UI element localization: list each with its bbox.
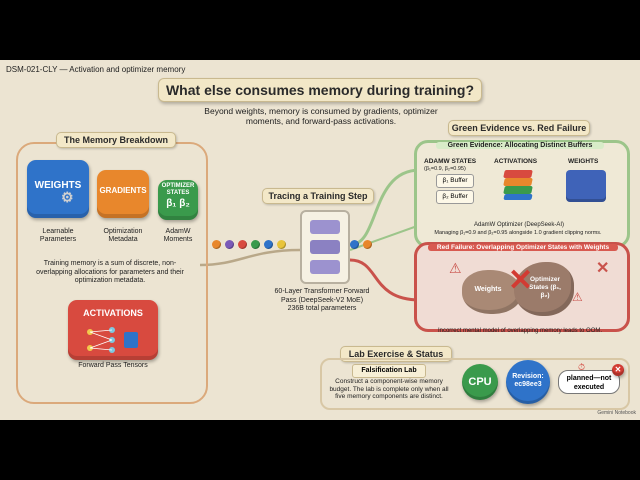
weights-block-icon [566,170,606,202]
token-dot [212,240,221,249]
transformer-model [300,210,350,284]
token-dot [238,240,247,249]
not-executed-icon: ✕ [612,364,624,376]
weights-caption: Learnable Parameters [39,228,77,243]
token-stream [210,240,300,252]
weights-jar: WEIGHTS ⚙ [27,160,89,218]
watermark: Gemini Notebook [576,410,636,416]
beta-symbols: β₁ β₂ [166,198,190,209]
green-evidence-title: Green Evidence: Allocating Distinct Buff… [436,142,604,149]
token-dot [225,240,234,249]
watermark-label: Gemini Notebook [597,410,636,416]
status-label: planned—not executed [566,375,612,391]
cpu-badge: CPU [462,364,498,400]
activations-jar: ACTIVATIONS [68,300,158,360]
gradients-jar: GRADIENTS [97,170,149,218]
status-badge: planned—not executed [558,370,620,394]
weights-blob-label: Weights [474,286,502,293]
doc-id-header: DSM-021-CLY — Activation and optimizer m… [6,65,186,74]
cpu-label: CPU [468,376,492,388]
activations-jar-label: ACTIVATIONS [83,308,143,318]
lab-instruction: Construct a component-wise memory budget… [329,378,449,400]
warning-icon: ⚠ [572,290,583,304]
activations-bin-label: ACTIVATIONS [494,158,538,165]
transformer-layer [310,260,340,274]
falsification-label: Falsification Lab [361,367,417,374]
transformer-layer [310,220,340,234]
revision-badge: Revision: ec98ee3 [506,360,550,404]
green-caption: Managing β₁=0.9 and β₂=0.95 alongside 1.… [434,230,602,236]
breakdown-summary: Training memory is a sum of discrete, no… [36,260,184,284]
optimizer-jar-label: OPTIMIZER STATES [161,183,195,196]
token-dot [251,240,260,249]
gradients-jar-label: GRADIENTS [99,186,147,195]
token-dot [264,240,273,249]
network-icon [87,327,138,353]
beta2-buffer: β₂ Buffer [436,190,474,204]
optimizer-note: AdamW Optimizer (DeepSeek-AI) [473,222,565,228]
falsification-pill: Falsification Lab [352,364,426,378]
page-title: What else consumes memory during trainin… [158,78,482,102]
overlap-cross-icon: ✕ [508,264,534,297]
optimizer-caption: AdamW Moments [163,228,193,243]
breakdown-label: The Memory Breakdown [56,132,176,148]
activations-caption: Forward Pass Tensors [78,362,148,369]
weights-bin-label: WEIGHTS [568,158,599,165]
red-caption: Incorrect mental model of overlapping me… [437,328,603,334]
lab-panel [320,358,630,410]
transformer-layer [310,240,340,254]
page-subtitle: Beyond weights, memory is consumed by gr… [204,106,438,126]
token-dot [363,240,372,249]
red-failure-title: Red Failure: Overlapping Optimizer State… [428,244,618,251]
gradients-caption: Optimization Metadata [103,228,143,243]
warning-icon: ⚠ [449,260,462,276]
weights-jar-label: WEIGHTS [34,180,82,191]
gear-icon: ⚙ [61,189,74,205]
connector-lines [199,168,421,302]
evidence-label: Green Evidence vs. Red Failure [448,120,590,136]
activations-stack-icon [500,168,536,202]
close-icon: ✕ [596,260,610,277]
betas-label: (β₁=0.9, β₂=0.95) [424,166,466,172]
token-dot [350,240,359,249]
model-caption: 60-Layer Transformer Forward Pass (DeepS… [274,288,370,312]
weights-blob: Weights [462,270,522,314]
adamw-states-label: ADAMW STATES [424,158,477,165]
optimizer-blob: Optimizer States (β₁, β₂) [514,262,574,316]
stopwatch-icon: ⏱ [578,362,586,372]
beta1-buffer: β₁ Buffer [436,174,474,188]
revision-label: Revision: ec98ee3 [512,373,544,388]
optimizer-jar: OPTIMIZER STATES β₁ β₂ [158,180,198,220]
output-stream [350,240,380,252]
slide: DSM-021-CLY — Activation and optimizer m… [0,60,640,420]
optimizer-blob-label: Optimizer States (β₁, β₂) [529,276,561,299]
token-dot [277,240,286,249]
tracing-label: Tracing a Training Step [262,188,374,204]
